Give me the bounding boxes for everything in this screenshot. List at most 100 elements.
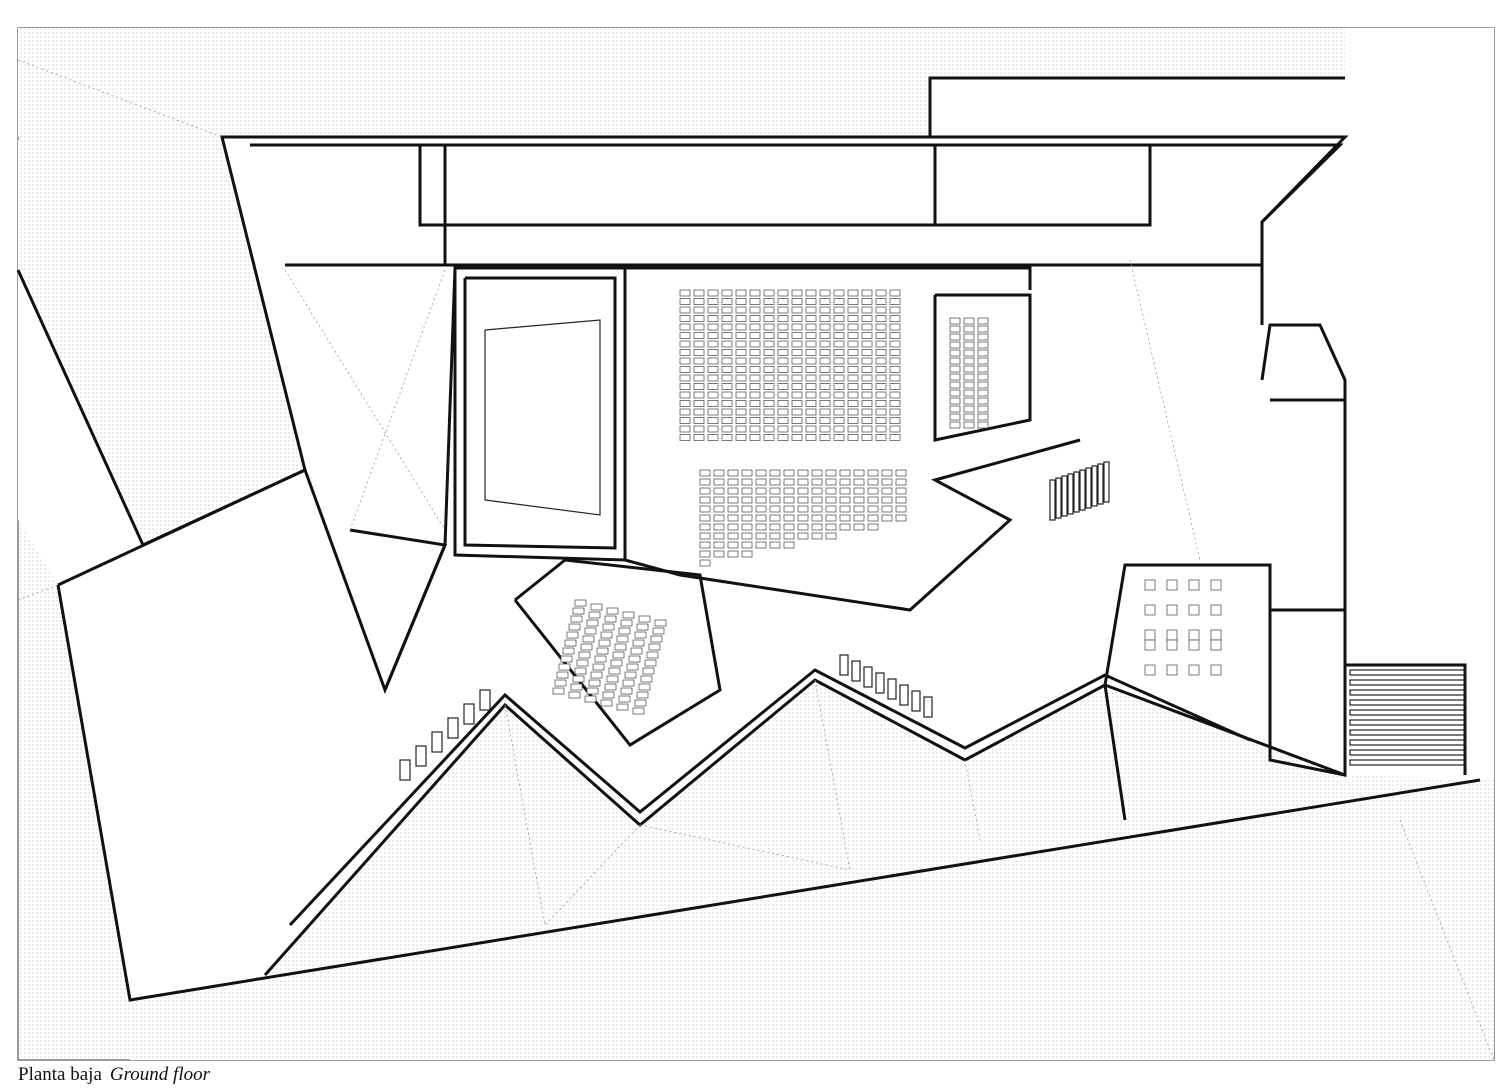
seat bbox=[811, 505, 823, 513]
seat bbox=[949, 357, 961, 365]
seat bbox=[777, 417, 789, 424]
seat bbox=[839, 487, 851, 495]
seat bbox=[713, 532, 725, 540]
seat bbox=[693, 289, 705, 297]
seat bbox=[861, 306, 873, 314]
seat bbox=[811, 496, 823, 504]
seat bbox=[1166, 604, 1178, 616]
seat bbox=[749, 357, 761, 365]
seat bbox=[749, 374, 761, 382]
seat bbox=[819, 374, 831, 382]
seat bbox=[707, 383, 719, 390]
seat bbox=[640, 675, 653, 683]
seat bbox=[699, 505, 711, 513]
seat bbox=[749, 306, 761, 314]
seat bbox=[755, 514, 767, 522]
seat bbox=[825, 523, 837, 531]
seat bbox=[833, 340, 845, 348]
seat bbox=[977, 365, 989, 373]
seat bbox=[949, 389, 961, 397]
seat bbox=[791, 366, 803, 373]
seat bbox=[679, 332, 691, 339]
seat bbox=[889, 425, 901, 433]
seat bbox=[833, 366, 845, 373]
stair-tread bbox=[875, 672, 885, 694]
seat bbox=[861, 315, 873, 322]
seat bbox=[586, 619, 599, 627]
seat bbox=[769, 478, 781, 486]
seat bbox=[853, 478, 865, 486]
seat bbox=[797, 469, 809, 477]
seat bbox=[564, 639, 577, 647]
seat bbox=[596, 647, 609, 655]
seat bbox=[963, 317, 975, 325]
seat bbox=[741, 514, 753, 522]
seat bbox=[679, 434, 691, 441]
seat bbox=[721, 383, 733, 390]
seat bbox=[679, 383, 691, 390]
seat bbox=[847, 425, 859, 433]
seat bbox=[699, 541, 711, 549]
seat bbox=[618, 695, 631, 703]
seat bbox=[590, 671, 603, 679]
seat bbox=[889, 332, 901, 339]
seat bbox=[833, 408, 845, 416]
seat bbox=[727, 487, 739, 495]
seat bbox=[707, 391, 719, 399]
seat bbox=[578, 651, 591, 659]
seat bbox=[1188, 664, 1200, 676]
seat bbox=[622, 679, 635, 687]
seat bbox=[797, 523, 809, 531]
seat bbox=[791, 383, 803, 390]
seat bbox=[875, 391, 887, 399]
seat bbox=[791, 340, 803, 348]
seat bbox=[749, 391, 761, 399]
seat bbox=[679, 357, 691, 365]
seat bbox=[889, 434, 901, 441]
seat bbox=[977, 317, 989, 325]
seat bbox=[797, 532, 809, 540]
walls bbox=[16, 76, 1481, 1002]
seat bbox=[791, 400, 803, 407]
seat bbox=[875, 332, 887, 339]
seat bbox=[735, 349, 747, 356]
stair-tread bbox=[1349, 669, 1466, 676]
seat bbox=[735, 400, 747, 407]
seat bbox=[693, 434, 705, 441]
seat bbox=[977, 341, 989, 349]
seat bbox=[1144, 579, 1156, 591]
seat bbox=[777, 289, 789, 297]
seat bbox=[791, 349, 803, 356]
seat bbox=[693, 383, 705, 390]
seat bbox=[825, 478, 837, 486]
seat bbox=[721, 425, 733, 433]
seat bbox=[881, 505, 893, 513]
seat bbox=[777, 383, 789, 390]
seat bbox=[833, 289, 845, 297]
seat bbox=[735, 391, 747, 399]
seat bbox=[819, 306, 831, 314]
seat bbox=[805, 298, 817, 305]
seat bbox=[805, 417, 817, 424]
seat bbox=[889, 408, 901, 416]
seat bbox=[791, 408, 803, 416]
seat bbox=[963, 397, 975, 405]
seat bbox=[616, 635, 629, 643]
seat bbox=[949, 397, 961, 405]
seat bbox=[693, 408, 705, 416]
seat bbox=[833, 332, 845, 339]
seat bbox=[713, 487, 725, 495]
seat bbox=[552, 687, 565, 695]
seat bbox=[889, 340, 901, 348]
seat bbox=[833, 349, 845, 356]
seat bbox=[755, 487, 767, 495]
seat bbox=[699, 514, 711, 522]
seat bbox=[727, 532, 739, 540]
plaza bbox=[18, 28, 1494, 1000]
seat bbox=[749, 366, 761, 373]
seat bbox=[833, 306, 845, 314]
seat bbox=[735, 425, 747, 433]
seat bbox=[693, 417, 705, 424]
seat bbox=[819, 366, 831, 373]
seat bbox=[847, 289, 859, 297]
